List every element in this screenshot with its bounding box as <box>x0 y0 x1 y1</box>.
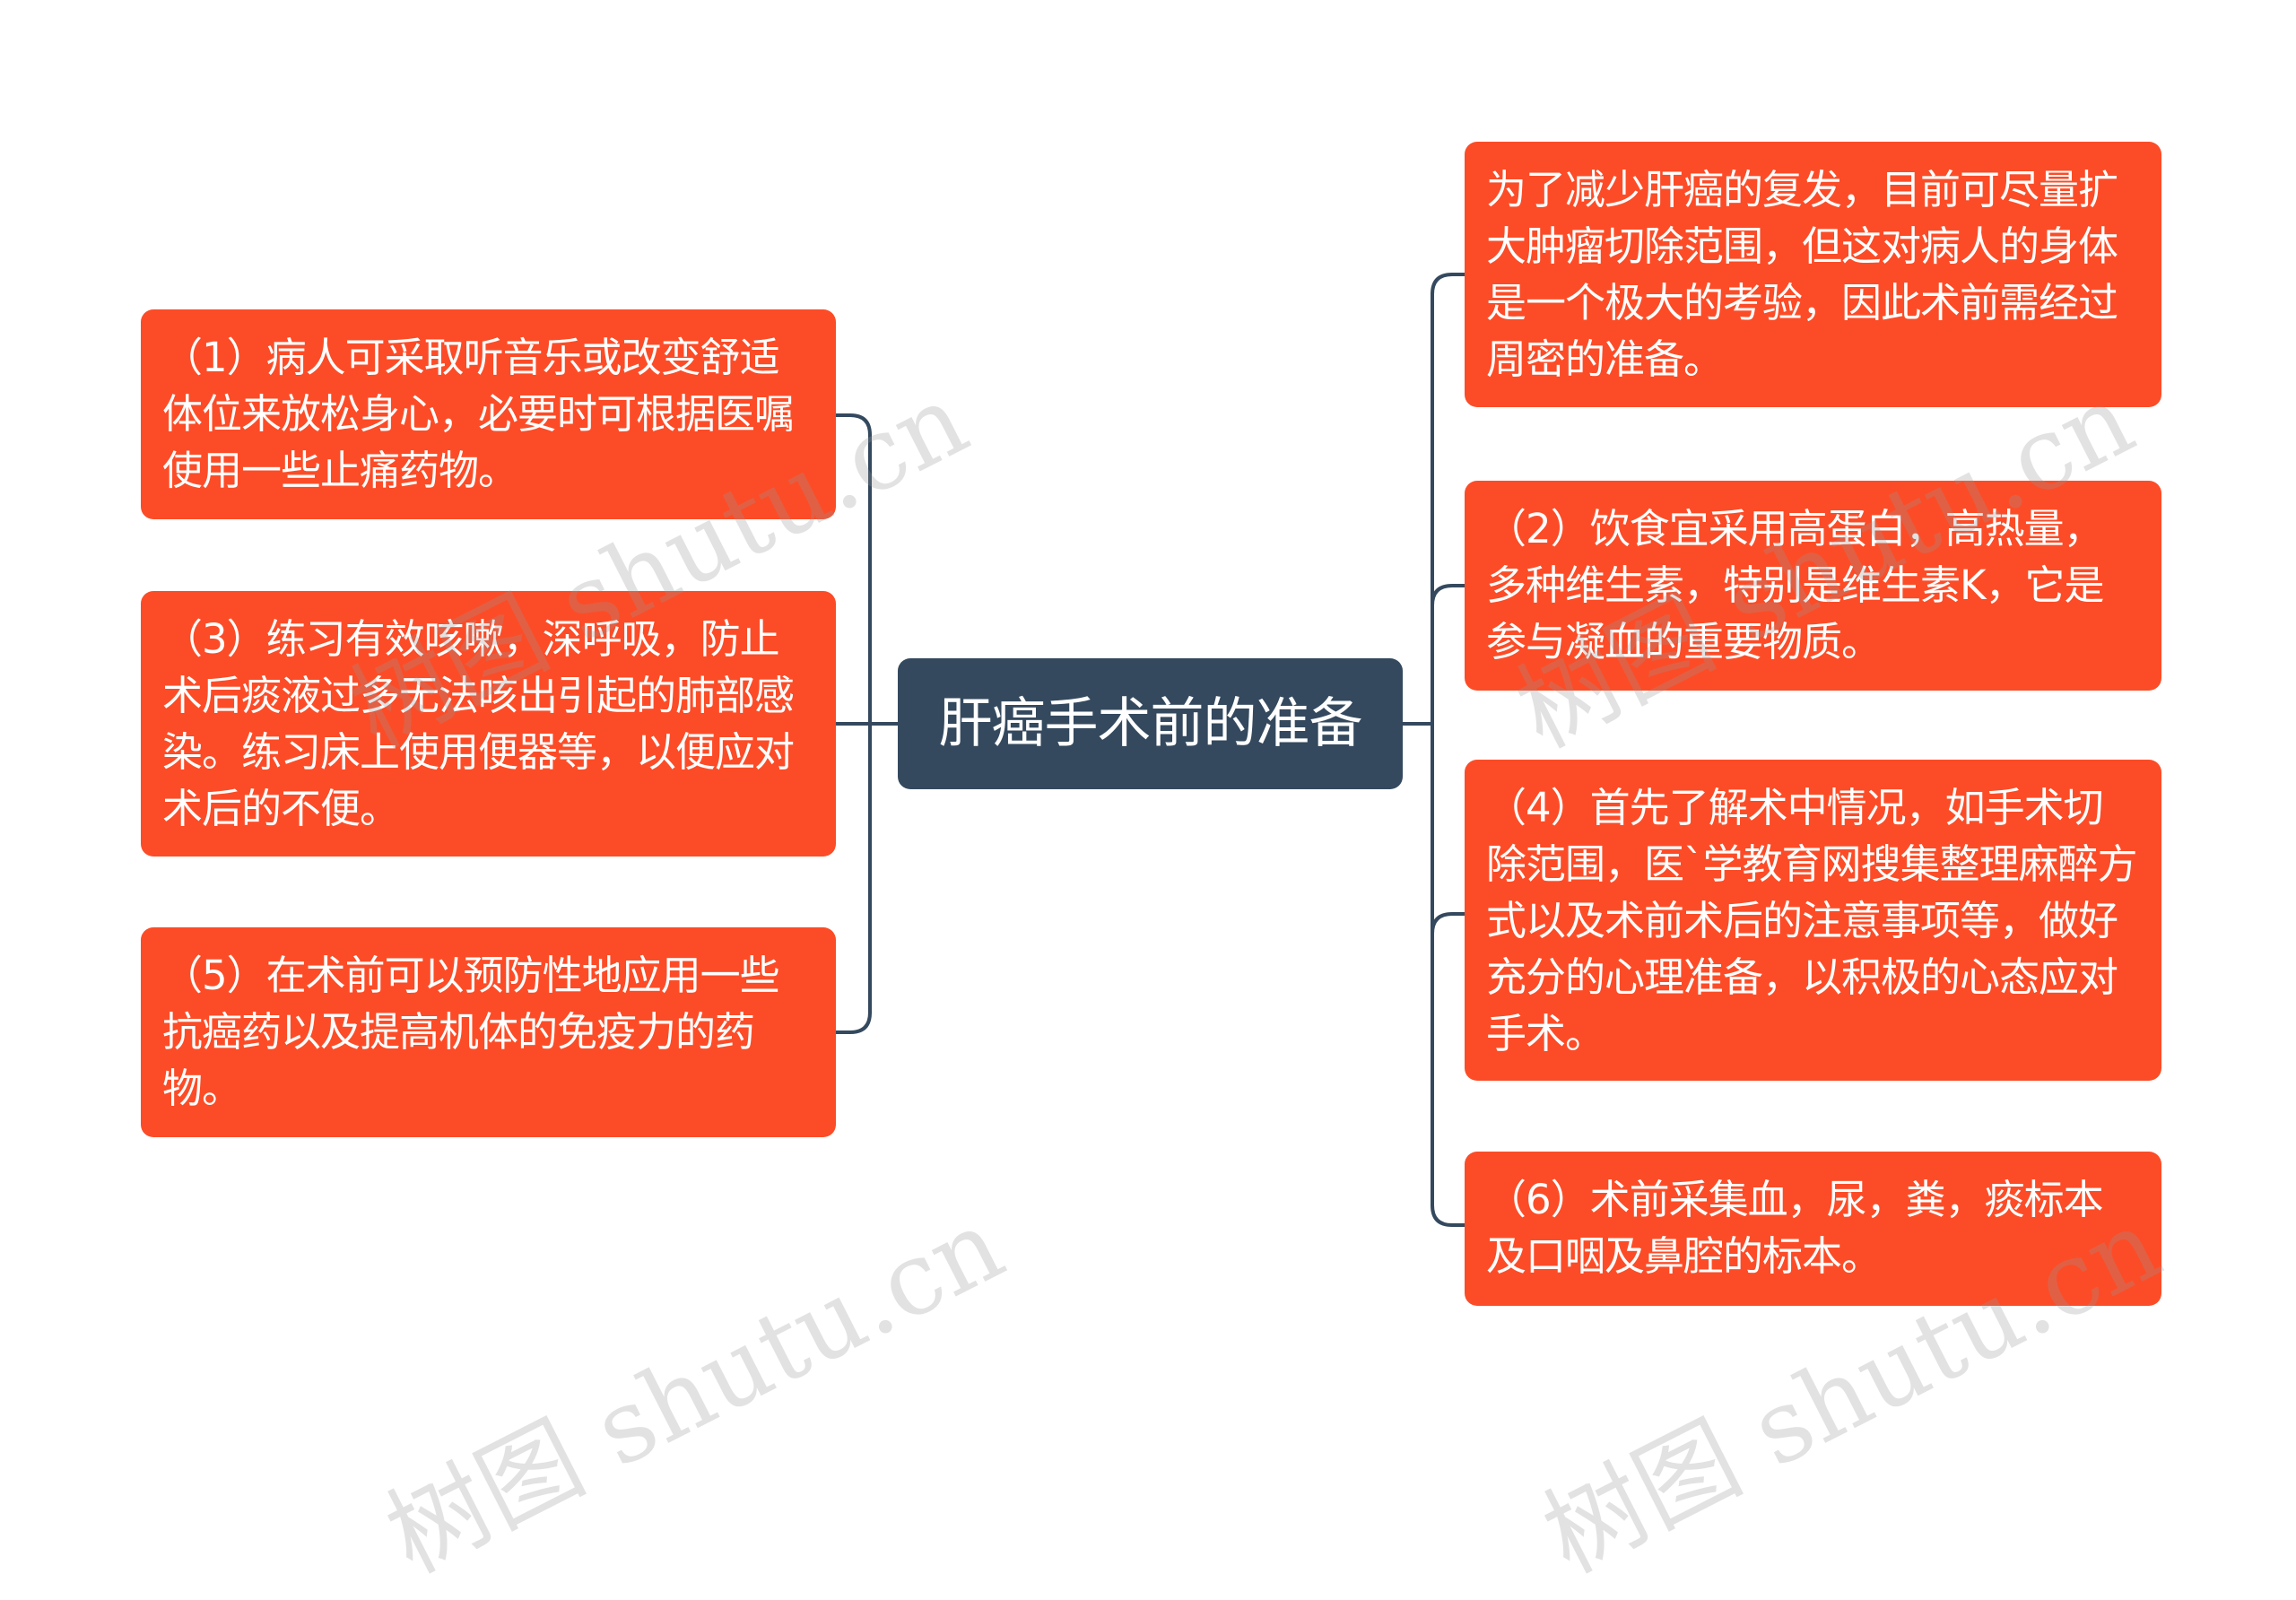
right-node-4[interactable]: （6）术前采集血，尿，粪，痰标本及口咽及鼻腔的标本。 <box>1465 1152 2161 1306</box>
right-node-3[interactable]: （4）首先了解术中情况，如手术切除范围，医`学教育网搜集整理麻醉方式以及术前术后… <box>1465 760 2161 1081</box>
connector-left-3 <box>834 1011 872 1034</box>
left-node-1[interactable]: （1）病人可采取听音乐或改变舒适体位来放松身心，必要时可根据医嘱使用一些止痛药物… <box>141 309 836 519</box>
connector-left-1 <box>834 413 872 437</box>
root-topic[interactable]: 肝癌手术前的准备 <box>898 658 1403 789</box>
connector-lines <box>834 273 1466 1227</box>
right-node-1[interactable]: 为了减少肝癌的复发，目前可尽量扩大肿瘤切除范围，但这对病人的身体是一个极大的考验… <box>1465 142 2161 407</box>
connector-right-3 <box>1431 912 1466 935</box>
right-node-2[interactable]: （2）饮食宜采用高蛋白，高热量，多种维生素，特别是维生素K，它是参与凝血的重要物… <box>1465 481 2161 691</box>
connector-right-1 <box>1431 273 1466 296</box>
left-node-2[interactable]: （3）练习有效咳嗽，深呼吸，防止术后痰液过多无法咳出引起的肺部感染。练习床上使用… <box>141 591 836 857</box>
left-node-3[interactable]: （5）在术前可以预防性地应用一些抗癌药以及提高机体的免疫力的药物。 <box>141 927 836 1137</box>
connector-right-2 <box>1431 584 1466 607</box>
connector-right-4 <box>1431 1204 1466 1227</box>
